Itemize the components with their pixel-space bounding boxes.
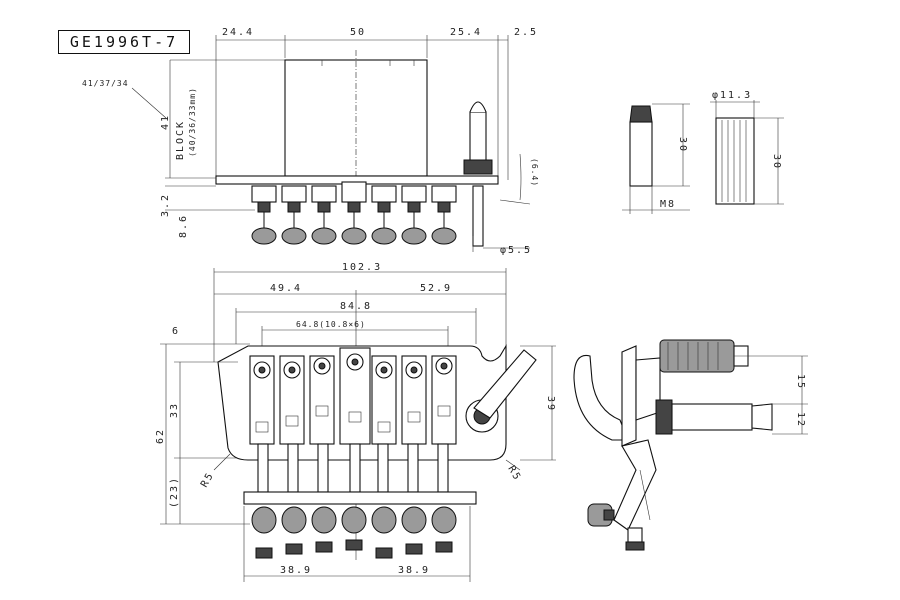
dim-bottom-right: 38.9	[398, 565, 430, 576]
saddles-plan	[249, 347, 457, 445]
dim-base-thickness: 3.2	[160, 193, 171, 217]
arm-tip-thread: M8	[660, 199, 676, 210]
dim-side-upper: 15	[795, 374, 806, 390]
dim-top-right: 25.4	[450, 27, 482, 38]
dim-block-height: 41	[160, 114, 171, 130]
dim-string-span: 64.8(10.8×6)	[296, 320, 366, 329]
knob-length: 30	[771, 154, 782, 170]
plan-view: 102.3 49.4 52.9 84.8 64.8(10.8×6) 6 62 3…	[155, 262, 556, 582]
dim-overall-width: 102.3	[342, 262, 382, 273]
fine-tuner-knobs-plan	[251, 506, 457, 559]
dim-arm-diameter: φ5.5	[500, 245, 532, 256]
arm-tip-detail: 30 M8	[622, 103, 690, 214]
dim-top-left: 24.4	[222, 27, 254, 38]
dim-side-lower: 12	[795, 412, 806, 428]
dim-offset: 6	[172, 326, 180, 337]
side-arm-tip	[671, 403, 753, 431]
top-view: 24.4 50 25.4 2.5 41/37/34 41 BLOCK (40/3…	[82, 27, 539, 256]
knob-diameter: φ11.3	[712, 90, 752, 101]
dim-upper-height: 33	[169, 402, 180, 418]
dim-arm-angle: (6.4)	[530, 158, 539, 187]
dim-right-half: 52.9	[420, 283, 452, 294]
arm-tip-length: 30	[677, 137, 688, 153]
dim-top-middle: 50	[350, 27, 366, 38]
dim-saddle-height: 8.6	[178, 214, 189, 238]
tremolo-arm-side	[463, 101, 493, 247]
block-label: BLOCK	[175, 120, 186, 160]
side-view: 15 12	[573, 339, 808, 551]
saddles-side	[251, 181, 457, 213]
knob-detail: φ11.3 30	[710, 90, 784, 205]
radius-left: R5	[199, 470, 217, 489]
side-knob	[659, 339, 735, 373]
model-title: GE1996T-7	[58, 30, 190, 54]
dim-total-height: 62	[155, 428, 166, 444]
dim-left-half: 49.4	[270, 283, 302, 294]
dim-top-far-right: 2.5	[514, 27, 538, 38]
dim-bottom-left: 38.9	[280, 565, 312, 576]
dim-block-sizes: 41/37/34	[82, 79, 129, 88]
block-sub-label: (40/36/33mm)	[188, 87, 197, 157]
dim-span: 84.8	[340, 301, 372, 312]
dim-lower-height: (23)	[169, 476, 180, 508]
tremolo-arm-plan	[465, 349, 537, 433]
dim-arm-length: 39	[545, 396, 556, 412]
tail-plate	[243, 491, 477, 505]
radius-right: R5	[505, 464, 523, 483]
fine-tuners-side	[251, 212, 457, 245]
